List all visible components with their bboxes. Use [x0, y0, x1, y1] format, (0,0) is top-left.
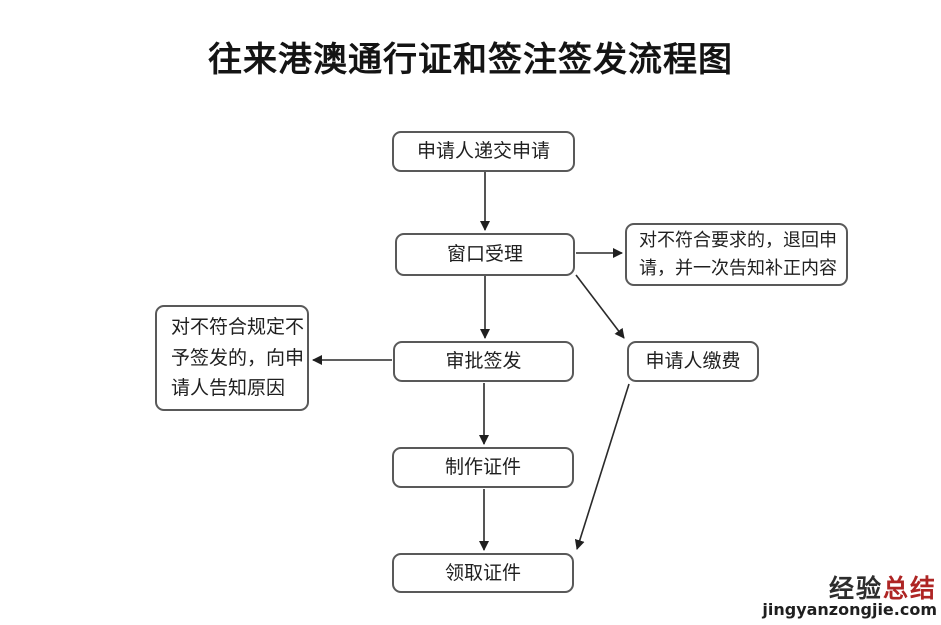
- flow-node-return-application: 对不符合要求的，退回申 请，并一次告知补正内容: [625, 223, 848, 286]
- flow-node-approval-issuance: 审批签发: [393, 341, 574, 382]
- watermark-brand-red: 总结: [882, 573, 937, 603]
- watermark-brand: 经验总结: [762, 573, 937, 603]
- flow-node-window-acceptance: 窗口受理: [395, 233, 575, 276]
- flow-node-collect-document: 领取证件: [392, 553, 574, 593]
- flow-node-refusal-notice: 对不符合规定不 予签发的，向申 请人告知原因: [155, 305, 309, 411]
- watermark-domain: jingyanzongjie.com: [762, 600, 937, 620]
- flow-node-produce-document: 制作证件: [392, 447, 574, 488]
- watermark-brand-black: 经验: [828, 573, 883, 603]
- flowchart-title: 往来港澳通行证和签注签发流程图: [208, 40, 733, 80]
- arrow-window-to-pay: [575, 274, 625, 339]
- watermark: 经验总结 jingyanzongjie.com: [762, 573, 937, 620]
- arrow-pay-to-collect: [574, 383, 630, 550]
- flow-node-applicant-payment: 申请人缴费: [627, 341, 759, 382]
- flow-node-applicant-submits: 申请人递交申请: [392, 131, 575, 172]
